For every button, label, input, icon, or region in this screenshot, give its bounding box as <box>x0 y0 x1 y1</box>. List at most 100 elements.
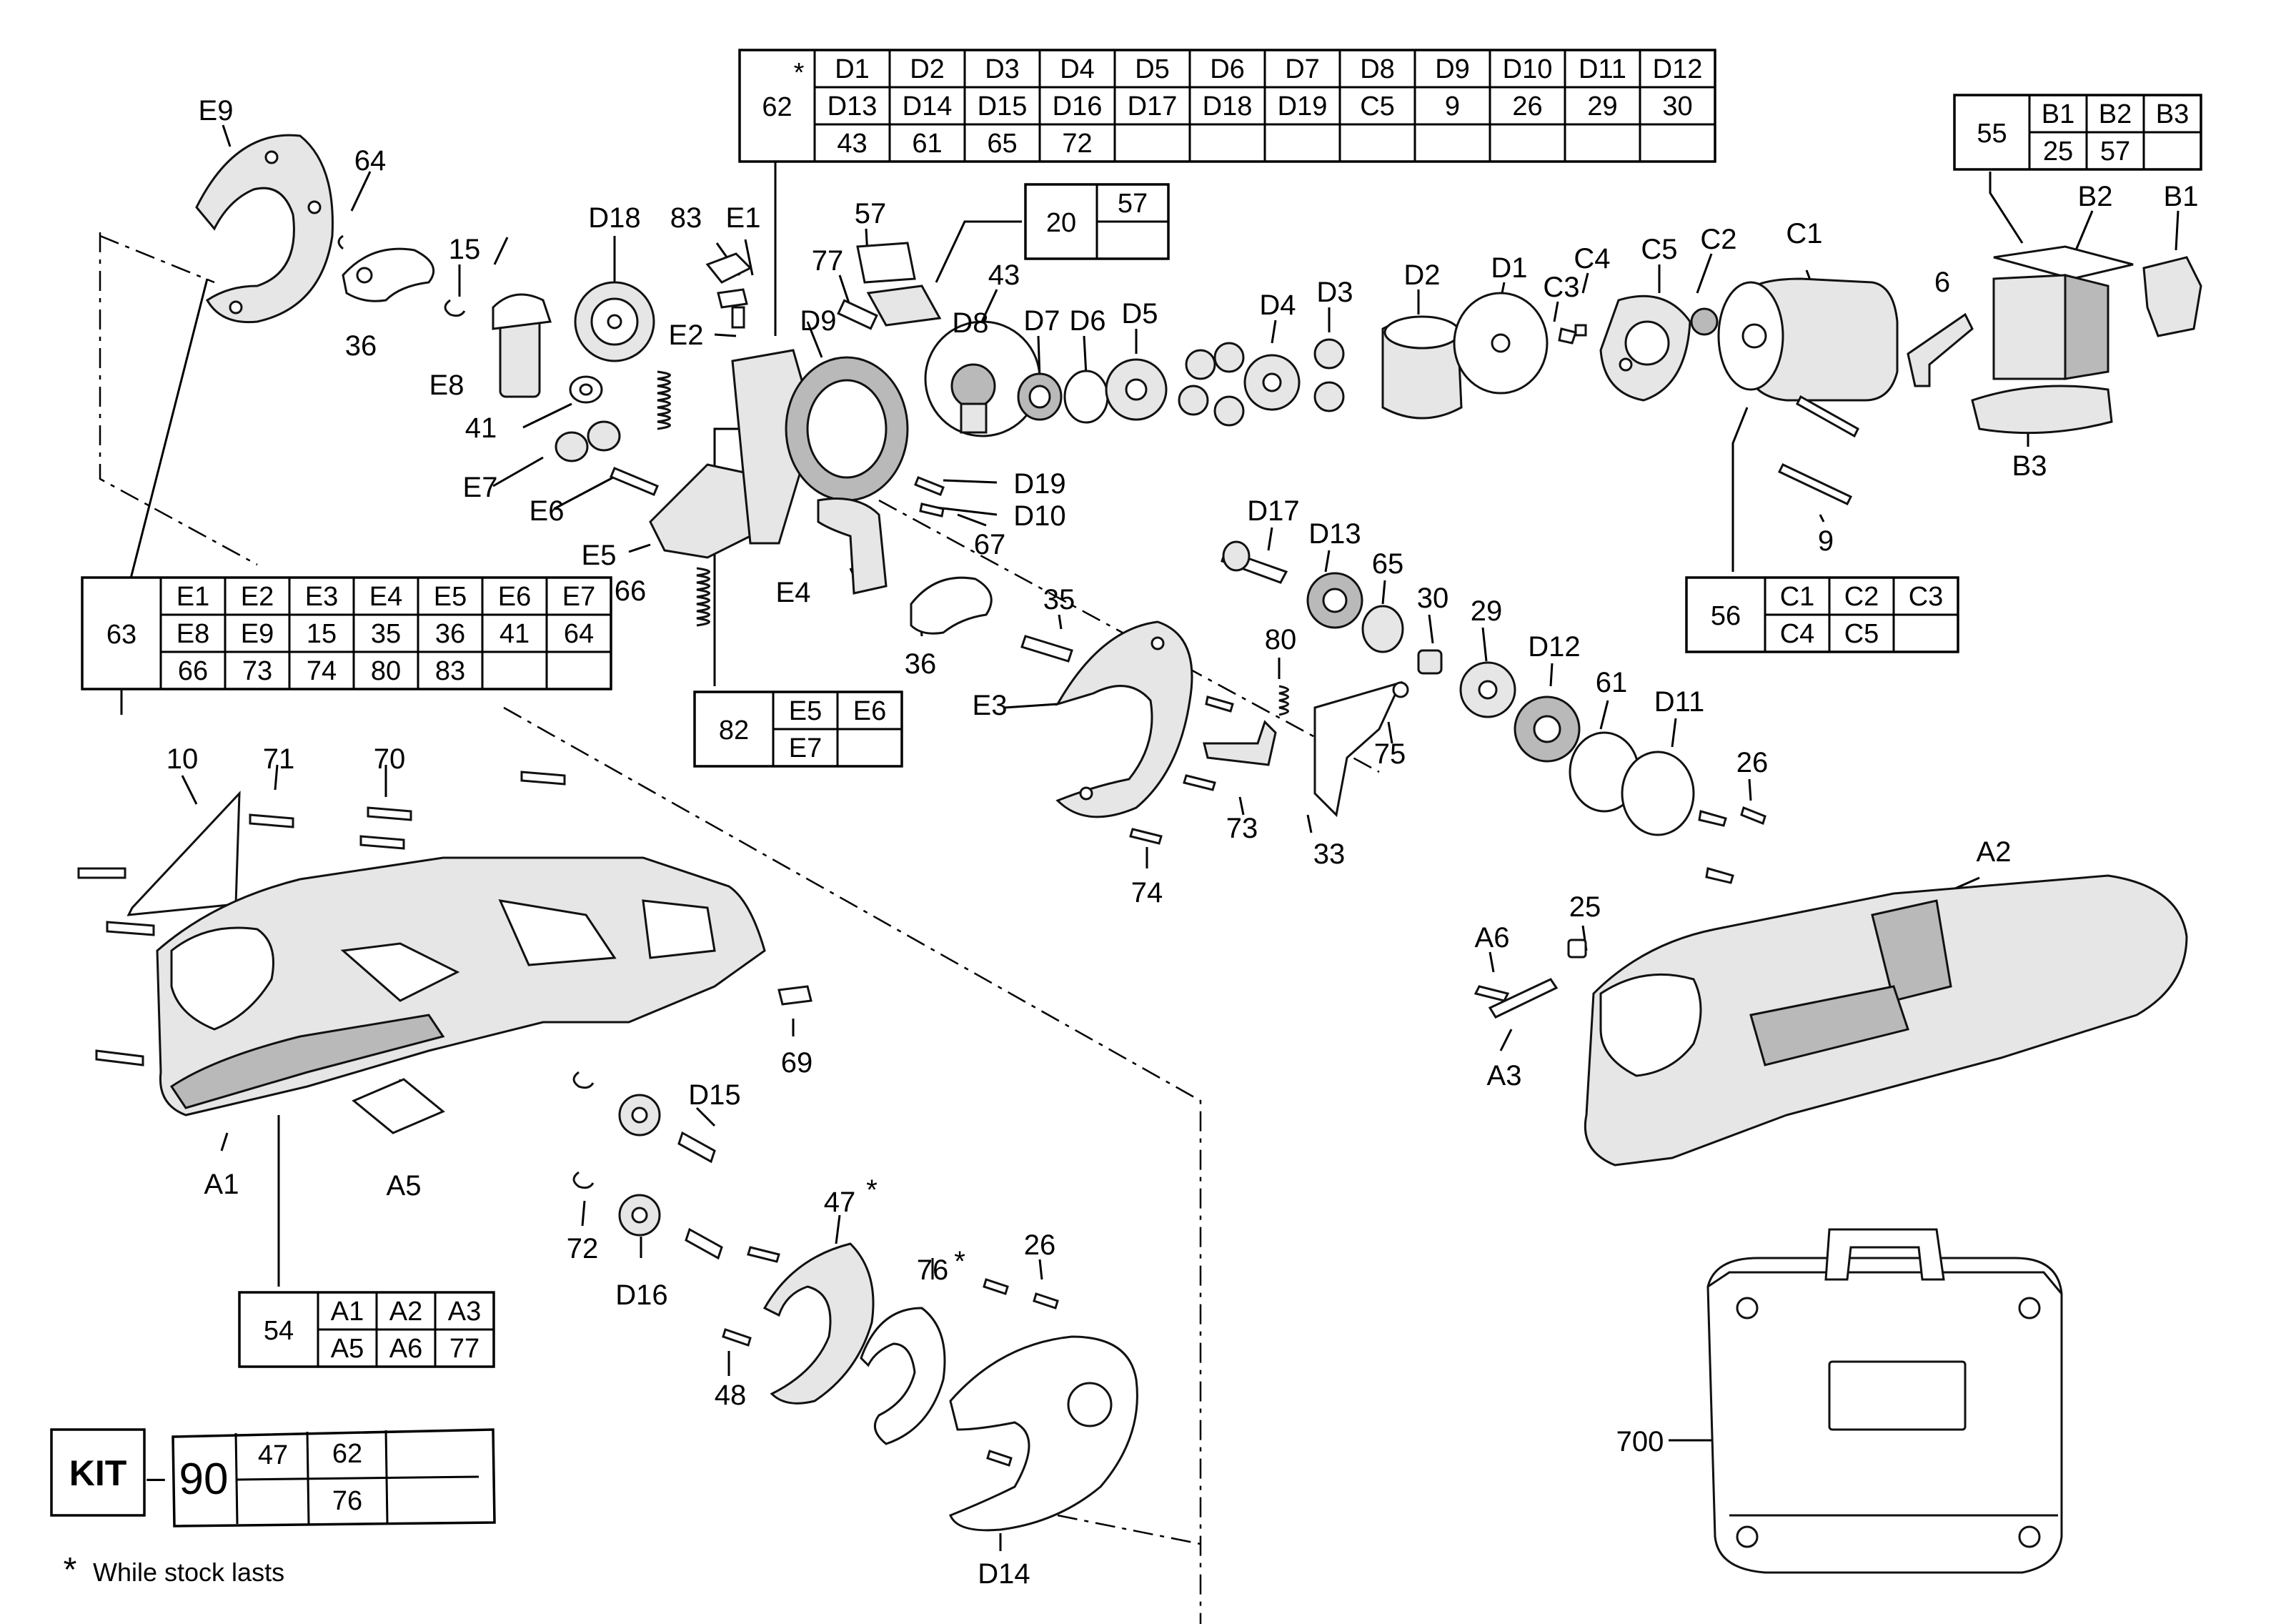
callout-33: 33 <box>1313 838 1346 870</box>
table-cell: D1 <box>835 54 870 84</box>
table-cell: 65 <box>987 129 1017 159</box>
kit-cell-76: 76 <box>332 1486 362 1516</box>
callout-700: 700 <box>1616 1426 1664 1457</box>
table-cell: D9 <box>1435 54 1470 84</box>
callout-77: 77 <box>812 245 844 277</box>
callout-29: 29 <box>1471 595 1503 627</box>
table-cell: D4 <box>1060 54 1095 84</box>
table-cell: E3 <box>305 582 338 612</box>
callout-d18: D18 <box>588 202 640 234</box>
callout-d9: D9 <box>800 305 836 337</box>
table-cell: C5 <box>1360 91 1395 122</box>
table-cell: D6 <box>1210 54 1245 84</box>
callout-e9: E9 <box>199 95 234 127</box>
kit-dash: – <box>146 1458 165 1495</box>
callout-e6: E6 <box>530 495 565 527</box>
table-cell: D12 <box>1653 54 1703 84</box>
callout-d7: D7 <box>1023 305 1060 337</box>
callout-d12: D12 <box>1528 631 1580 663</box>
callout-9: 9 <box>1818 525 1834 557</box>
callout-48: 48 <box>715 1380 747 1411</box>
part-e7-rollers <box>555 431 589 462</box>
table-cell: D8 <box>1360 54 1395 84</box>
callout-e2: E2 <box>669 320 704 351</box>
callout-a3: A3 <box>1487 1060 1522 1091</box>
table-cell: C4 <box>1780 619 1815 649</box>
callout-d5: D5 <box>1121 298 1158 330</box>
callout-67: 67 <box>974 529 1006 560</box>
table-cell: C2 <box>1844 582 1879 612</box>
callout-d11: D11 <box>1654 686 1704 718</box>
table-cell: E5 <box>434 582 467 612</box>
table-cell: A5 <box>331 1334 364 1364</box>
callout-e8: E8 <box>429 370 464 401</box>
callout-65: 65 <box>1372 548 1404 580</box>
table-key: 20 <box>1046 208 1076 238</box>
callout-d2: D2 <box>1403 259 1440 291</box>
table-cell: D11 <box>1579 54 1626 84</box>
callout-43: 43 <box>988 259 1020 291</box>
callout-d13: D13 <box>1308 518 1361 550</box>
table-key: 56 <box>1711 601 1741 631</box>
callout-e7: E7 <box>463 472 498 503</box>
part-e3-frame <box>1055 620 1193 818</box>
table-cell: 61 <box>912 129 942 159</box>
table-cell: B3 <box>2156 99 2189 129</box>
table-key: 62 <box>762 92 792 122</box>
table-cell: D3 <box>985 54 1020 84</box>
table-cell: E8 <box>177 619 209 649</box>
callout-d16: D16 <box>615 1279 667 1311</box>
callout-26-lower: 26 <box>1024 1229 1056 1261</box>
part-69-clip <box>777 985 812 1006</box>
callout-80: 80 <box>1265 624 1297 655</box>
callout-73: 73 <box>1226 813 1258 844</box>
table-cell: E6 <box>498 582 531 612</box>
table-cell: 9 <box>1445 91 1460 122</box>
table-cell: D16 <box>1053 91 1103 122</box>
callout-36: 36 <box>345 330 377 362</box>
callout-e4: E4 <box>776 577 811 608</box>
callout-26-upper: 26 <box>1736 747 1769 778</box>
leader-lines <box>120 124 2180 1551</box>
asterisk-62: * <box>794 58 805 88</box>
table-cell: A6 <box>389 1334 422 1364</box>
callout-c1: C1 <box>1786 218 1822 249</box>
part-d9-housing <box>731 349 809 545</box>
table-cell: D2 <box>910 54 945 84</box>
callout-c4: C4 <box>1574 243 1610 274</box>
table-cell: D10 <box>1503 54 1553 84</box>
callout-a2: A2 <box>1977 836 2012 868</box>
table-cell: D17 <box>1128 91 1178 122</box>
part-76-ring <box>860 1307 946 1445</box>
callout-c2: C2 <box>1700 224 1736 255</box>
table-cell: E1 <box>177 582 209 612</box>
part-illustrations <box>195 134 2202 884</box>
callout-a6: A6 <box>1475 922 1510 954</box>
callout-d1: D1 <box>1491 252 1527 284</box>
callout-83: 83 <box>670 202 702 234</box>
callout-b3: B3 <box>2012 450 2047 482</box>
table-cell: B1 <box>2042 99 2074 129</box>
table-key: 82 <box>719 716 749 746</box>
table-cell: 36 <box>435 619 465 649</box>
callout-76: 76 <box>917 1254 949 1286</box>
table-cell: D15 <box>978 91 1028 122</box>
callout-d3: D3 <box>1316 277 1353 308</box>
callout-75: 75 <box>1374 738 1406 770</box>
callout-e1: E1 <box>726 202 761 234</box>
table-cell: 57 <box>2100 137 2130 167</box>
part-10-label <box>126 791 241 916</box>
table-key: 54 <box>264 1316 294 1346</box>
callout-c5: C5 <box>1641 234 1677 265</box>
callout-d8: D8 <box>952 307 988 339</box>
housing-illustrations <box>77 771 1138 1532</box>
table-cell: E6 <box>853 696 886 726</box>
table-cell: E7 <box>789 733 822 763</box>
part-47-gear-segment <box>762 1242 875 1405</box>
callout-71: 71 <box>263 743 295 775</box>
callout-64: 64 <box>354 145 387 177</box>
callout-35: 35 <box>1043 584 1075 615</box>
